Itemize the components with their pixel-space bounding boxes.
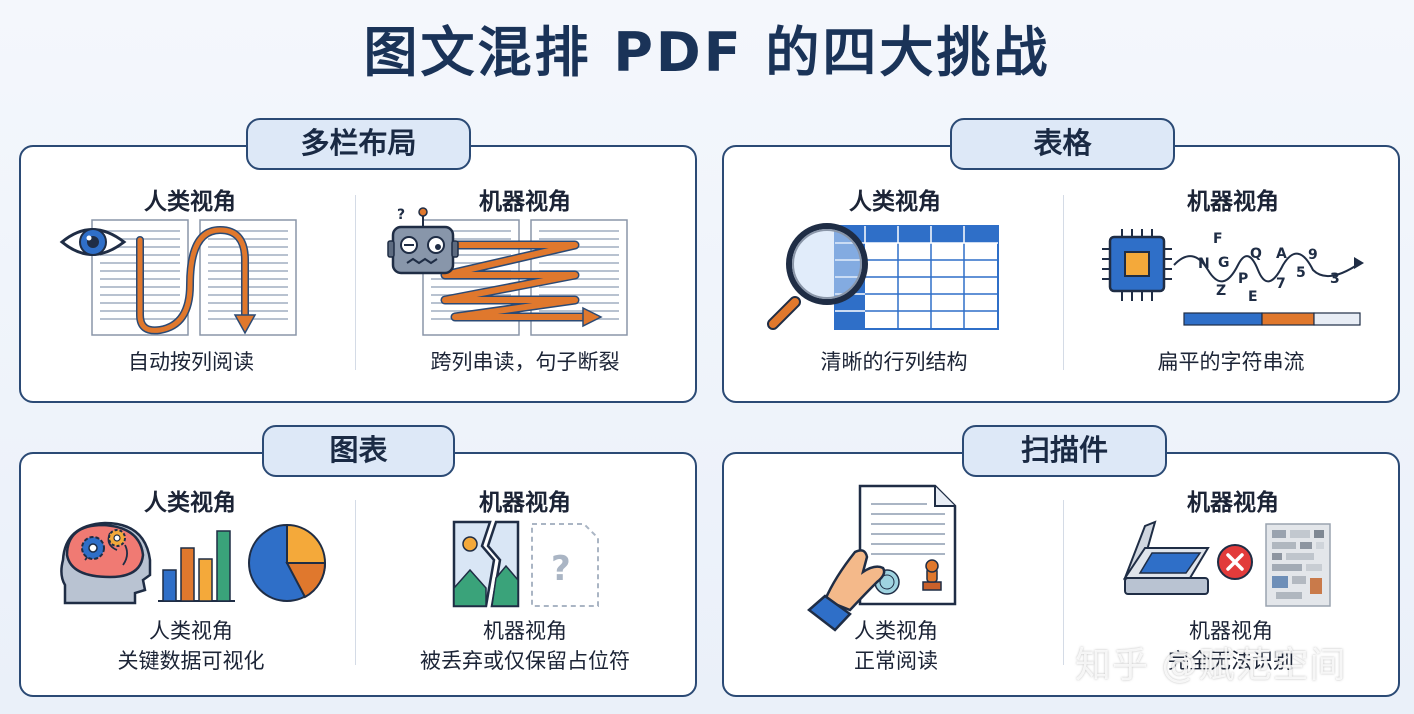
tab-table-label: 表格 [950, 118, 1175, 170]
multicolumn-machine-caption: 跨列串读，句子断裂 [430, 350, 620, 374]
hand-holding-document-illustration [807, 484, 957, 632]
robot-icon: ? [387, 207, 459, 275]
chip-scrambled-characters-illustration: F N G Q A 9 P 5 3 Z 7 E [1102, 229, 1364, 326]
flat-string-bar [1183, 312, 1361, 326]
multicolumn-human-heading: 人类视角 [144, 189, 236, 215]
tab-multicolumn-label: 多栏布局 [246, 118, 471, 170]
tab-chart-label: 图表 [262, 425, 455, 477]
chart-human-caption: 人类视角 关键数据可视化 [21, 616, 361, 676]
panel-divider [1063, 195, 1064, 370]
scatter-char: Z [1216, 283, 1226, 299]
scrambled-string-path [1173, 252, 1361, 283]
scatter-char: A [1276, 246, 1287, 262]
head-brain-icon [60, 521, 152, 605]
panel-divider [1063, 500, 1064, 665]
scan-machine-caption-line2: 完全无法识别 [1168, 649, 1294, 673]
scatter-characters: F N G Q A 9 P 5 3 Z 7 E [1198, 231, 1340, 305]
panel-divider [355, 195, 356, 370]
multicolumn-human-caption: 自动按列阅读 [128, 350, 254, 374]
scan-human-caption-line1: 人类视角 [854, 619, 938, 643]
scatter-char: P [1238, 271, 1248, 287]
scan-human-caption: 人类视角 正常阅读 [726, 616, 1066, 676]
scatter-char: F [1213, 231, 1223, 247]
pie-chart-icon [248, 523, 327, 602]
scan-machine-caption-line1: 机器视角 [1189, 619, 1273, 643]
robot-zigzag-reading-illustration: ? [387, 207, 628, 336]
gear-icon [81, 529, 126, 560]
scan-machine-heading: 机器视角 [1187, 490, 1279, 516]
hand-icon [807, 549, 886, 632]
chart-human-caption-line1: 人类视角 [149, 619, 233, 643]
magnified-table-illustration [767, 223, 999, 330]
broken-image-placeholder-illustration: ? [452, 520, 599, 608]
chart-machine-caption-line2: 被丢弃或仅保留占位符 [420, 649, 630, 673]
panel-divider [355, 500, 356, 665]
svg-text:?: ? [397, 207, 405, 223]
placeholder-question-icon: ? [531, 523, 599, 607]
scatter-char: 3 [1330, 271, 1340, 287]
page-title: 图文混排 PDF 的四大挑战 [363, 21, 1051, 84]
scatter-char: N [1198, 256, 1210, 272]
scatter-char: 9 [1308, 247, 1318, 263]
magnifying-glass-icon [767, 223, 868, 330]
table-machine-caption: 扁平的字符串流 [1157, 350, 1305, 374]
brain-charts-illustration [60, 521, 327, 605]
processor-chip-icon [1102, 229, 1172, 301]
chart-machine-caption-line1: 机器视角 [483, 619, 567, 643]
scan-human-caption-line2: 正常阅读 [854, 649, 938, 673]
eye-reading-columns-illustration [59, 219, 297, 336]
tab-scan-label: 扫描件 [962, 425, 1167, 477]
garbled-document-icon [1265, 523, 1331, 607]
table-human-heading: 人类视角 [849, 189, 941, 215]
svg-text:?: ? [551, 549, 571, 589]
scatter-char: G [1218, 255, 1230, 271]
scanner-failure-illustration [1123, 520, 1331, 607]
scan-machine-caption: 机器视角 完全无法识别 [1061, 616, 1401, 676]
chart-machine-heading: 机器视角 [479, 490, 571, 516]
chart-machine-caption: 机器视角 被丢弃或仅保留占位符 [355, 616, 695, 676]
scatter-char: 5 [1296, 265, 1306, 281]
error-x-icon [1217, 544, 1253, 580]
stamp-icon [922, 559, 942, 591]
scatter-char: Q [1250, 246, 1262, 262]
broken-image-icon [452, 520, 520, 608]
scatter-char: E [1248, 289, 1258, 305]
scatter-char: 7 [1276, 276, 1286, 292]
scanner-icon [1123, 520, 1210, 595]
chart-human-heading: 人类视角 [144, 490, 236, 516]
eye-icon [59, 228, 127, 256]
table-human-caption: 清晰的行列结构 [820, 350, 968, 374]
bar-chart-icon [158, 530, 235, 602]
chart-human-caption-line2: 关键数据可视化 [117, 649, 265, 673]
watermark: 知乎 @赋范空间 [1075, 645, 1347, 686]
table-machine-heading: 机器视角 [1187, 189, 1279, 215]
multicolumn-machine-heading: 机器视角 [479, 189, 571, 215]
